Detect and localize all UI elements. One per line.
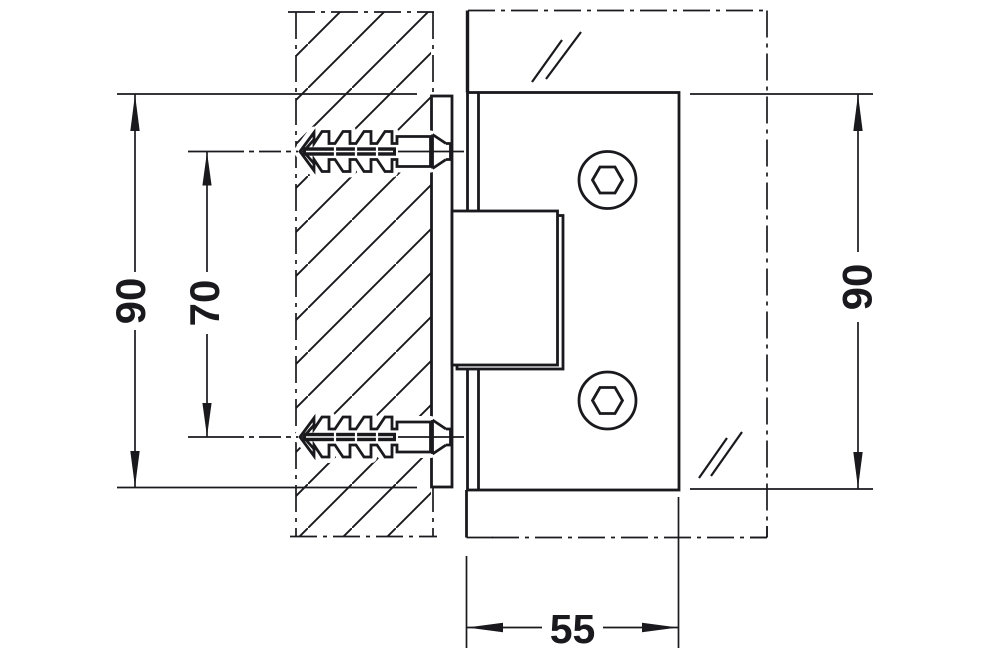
dimension-label-bottom: 55 xyxy=(550,606,596,652)
screw-head-circle xyxy=(577,370,638,431)
dimension-bottom: 55 xyxy=(465,497,680,652)
arrowhead-right-icon xyxy=(642,622,678,633)
dimension-label-left-inner: 70 xyxy=(181,280,228,327)
glass-symbol-top xyxy=(531,31,582,83)
arrowhead-down-icon xyxy=(130,451,140,487)
hex-socket-icon xyxy=(590,165,625,195)
arrowhead-up-icon xyxy=(202,152,212,186)
knuckle-wall-part xyxy=(450,209,559,367)
dimension-label-left-outer: 90 xyxy=(107,278,154,325)
arrowhead-left-icon xyxy=(467,622,503,633)
hex-socket-icon xyxy=(590,386,625,415)
glass-panel-outline xyxy=(465,9,768,539)
dimension-label-right: 90 xyxy=(834,264,881,311)
dimension-left-outer: 90 xyxy=(107,94,154,488)
arrowhead-up-icon xyxy=(130,94,140,131)
dimension-left-inner: 70 xyxy=(181,151,228,437)
hex-socket-screw-top xyxy=(577,150,638,210)
arrowhead-down-icon xyxy=(853,452,863,488)
screw-head-circle xyxy=(577,150,638,210)
arrowhead-up-icon xyxy=(853,94,863,131)
glass-symbol-bottom xyxy=(698,431,743,479)
arrowhead-down-icon xyxy=(202,403,212,437)
hinge-knuckle xyxy=(450,209,565,371)
hex-socket-screw-bottom xyxy=(577,370,638,431)
dimension-right: 90 xyxy=(690,93,881,490)
